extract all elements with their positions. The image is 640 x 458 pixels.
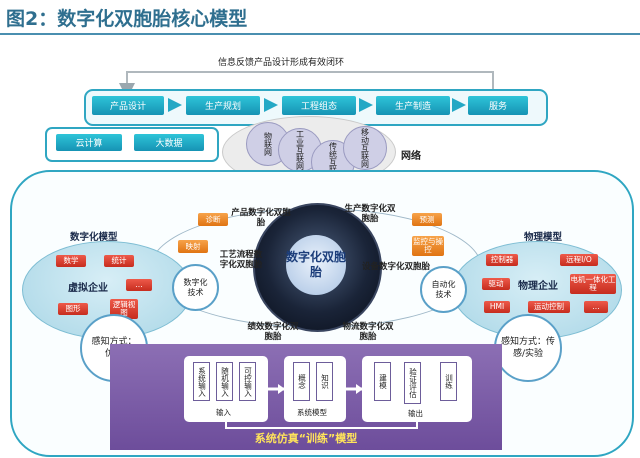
tag-more-physical: ... [584, 301, 608, 313]
feedback-arrow [225, 422, 418, 429]
verify-evaluate-item: 验证评估 [404, 362, 421, 404]
modeling-item: 建模 [374, 362, 391, 401]
stage-service: 服务 [468, 96, 528, 115]
digital-tech-label: 数字化技术 [183, 277, 208, 297]
tag-graphics: 图形 [58, 303, 88, 315]
tag-statistics: 统计 [104, 255, 134, 267]
automation-tech-label: 自动化技术 [431, 279, 456, 299]
twin-equipment: 设备数字化双胞胎 [361, 262, 430, 272]
physical-model-title: 物理模型 [524, 232, 563, 243]
feedback-label: 信息反馈产品设计形成有效闭环 [218, 58, 345, 68]
twin-logistics: 物流数字化双胞胎 [342, 322, 394, 342]
sensing-experiment-label: 感知方式：传感/实验 [501, 337, 556, 359]
tag-hmi: HMI [484, 301, 510, 313]
core-inner-circle [286, 235, 346, 295]
core-label: 数字化双胞胎 [286, 250, 347, 279]
network-label: 网络 [401, 151, 421, 162]
big-data-box: 大数据 [134, 134, 204, 151]
system-model-label: 系统模型 [297, 408, 327, 417]
arrow-right-icon [168, 98, 182, 112]
stage-engineering-config: 工程组态 [282, 96, 356, 115]
cloud-computing-box: 云计算 [56, 134, 122, 151]
controllable-input-item: 可控输入 [239, 362, 256, 401]
physical-enterprise-label: 物理企业 [518, 281, 558, 292]
knowledge-item: 知识 [316, 362, 333, 401]
random-input-item: 随机输入 [216, 362, 233, 401]
figure-title: 图2：数字化双胞胎核心模型 [6, 8, 248, 30]
input-label: 输入 [216, 408, 231, 417]
twin-product: 产品数字化双胞胎 [231, 208, 291, 228]
arrow-right-icon [264, 98, 278, 112]
stage-production-planning: 生产规划 [186, 96, 260, 115]
tag-math: 数学 [56, 255, 86, 267]
system-input-item: 系统输入 [193, 362, 210, 401]
tag-more-digital: ... [126, 279, 152, 291]
tag-monitor-control: 监控与操控 [412, 236, 444, 256]
stage-manufacturing: 生产制造 [376, 96, 450, 115]
mobile-internet-node: 移动互联网 [343, 126, 387, 170]
tag-drive: 驱动 [482, 278, 510, 290]
arrow-right-icon [359, 98, 373, 112]
digital-model-title: 数字化模型 [70, 232, 118, 243]
twin-production: 生产数字化双胞胎 [344, 204, 396, 224]
simulation-title: 系统仿真“训练”模型 [254, 432, 358, 445]
tag-motion-control: 运动控制 [528, 301, 570, 313]
arrow-right-icon [452, 98, 466, 112]
tag-controller: 控制器 [486, 254, 518, 266]
title-divider [0, 33, 640, 35]
training-item: 训练 [440, 362, 457, 401]
virtual-enterprise-label: 虚拟企业 [68, 283, 108, 294]
tag-predict: 预测 [412, 213, 442, 226]
digital-tech-circle: 数字化技术 [172, 264, 219, 311]
twin-performance: 绩效数字化双胞胎 [247, 322, 299, 342]
output-label: 输出 [408, 409, 423, 418]
tag-mapping: 映射 [178, 240, 208, 253]
concept-item: 概念 [293, 362, 310, 401]
automation-tech-circle: 自动化技术 [420, 266, 467, 313]
twin-process: 工艺流程数字化双胞胎 [219, 250, 263, 270]
stage-product-design: 产品设计 [92, 96, 164, 115]
tag-mechatronics: 电机一体化工程 [570, 274, 616, 294]
tag-diagnose: 诊断 [198, 213, 228, 226]
tag-remote-io: 远程I/O [560, 254, 598, 266]
